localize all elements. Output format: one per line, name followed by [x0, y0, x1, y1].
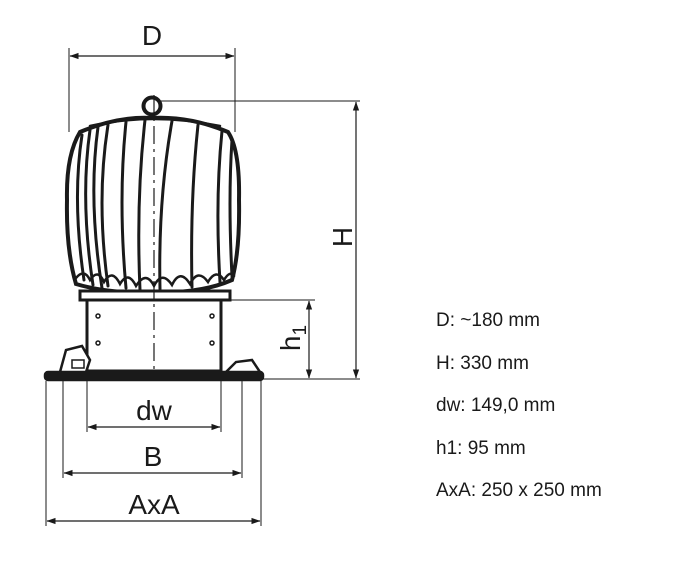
dimension-axa [45, 381, 262, 526]
dimension-h1 [229, 299, 315, 379]
specification-list: D: ~180 mm H: 330 mm dw: 149,0 mm h1: 95… [436, 308, 602, 521]
dimension-b [62, 381, 243, 478]
lifting-eye [141, 95, 163, 117]
dim-label-d: D [142, 20, 162, 51]
dim-label-h: H [327, 227, 358, 247]
turbine-outline [64, 115, 242, 295]
spec-h: H: 330 mm [436, 352, 529, 374]
dimension-dw [86, 381, 222, 432]
spec-d: D: ~180 mm [436, 310, 541, 331]
dimension-d [68, 48, 236, 132]
flange-plate [43, 344, 265, 382]
dim-label-axa: AxA [128, 489, 180, 520]
turbine-vanes [75, 118, 234, 292]
spec-dw: dw: 149,0 mm [436, 395, 556, 416]
dim-label-h1-main: h [275, 336, 306, 352]
dim-label-b: B [144, 441, 163, 472]
dim-label-h1-sub: 1 [290, 325, 311, 336]
spec-axa: AxA: 250 x 250 mm [436, 480, 602, 501]
dimension-h [160, 100, 360, 380]
dim-label-h1: h1 [275, 325, 311, 351]
dim-label-dw: dw [136, 395, 173, 426]
spec-h1: h1: 95 mm [436, 437, 526, 459]
turbine-head [64, 95, 242, 295]
